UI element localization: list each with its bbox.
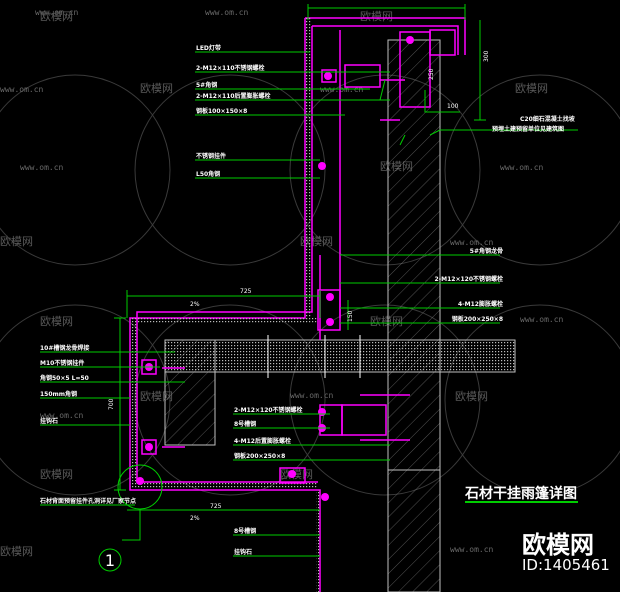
svg-text:欧模网: 欧模网	[40, 315, 73, 328]
watermark-texts: www.om.cn www.om.cn www.om.cn www.om.cn …	[0, 8, 564, 558]
svg-text:www.om.cn: www.om.cn	[205, 8, 249, 17]
svg-text:150: 150	[347, 310, 354, 322]
svg-text:钢板200×250×8: 钢板200×250×8	[234, 452, 285, 460]
svg-text:LED灯带: LED灯带	[196, 44, 221, 52]
svg-text:2%: 2%	[190, 515, 200, 522]
svg-text:石材背面预留挂件孔洞详见厂家节点: 石材背面预留挂件孔洞详见厂家节点	[39, 497, 136, 505]
svg-text:钢板100×150×8: 钢板100×150×8	[196, 107, 247, 115]
svg-text:钢板200×250×8: 钢板200×250×8	[452, 315, 503, 323]
svg-text:www.om.cn: www.om.cn	[450, 545, 494, 554]
svg-text:8号槽钢: 8号槽钢	[234, 527, 256, 535]
svg-text:www.om.cn: www.om.cn	[520, 315, 564, 324]
svg-text:www.om.cn: www.om.cn	[40, 411, 84, 420]
svg-text:8号槽钢: 8号槽钢	[234, 420, 256, 428]
labels-lower-left: 10#槽钢龙骨焊接 M10不锈钢挂件 角钢50×5 L=50 150mm角钢 挂…	[39, 344, 136, 505]
anchor-bolts	[136, 36, 414, 501]
svg-text:250: 250	[428, 68, 435, 80]
leader-lines	[40, 51, 578, 557]
svg-text:欧模网: 欧模网	[455, 390, 488, 403]
svg-text:挂钩石: 挂钩石	[40, 417, 58, 425]
svg-text:300: 300	[483, 50, 490, 62]
svg-text:2-M12×110不锈钢螺栓: 2-M12×110不锈钢螺栓	[196, 64, 265, 72]
svg-text:www.om.cn: www.om.cn	[35, 8, 79, 17]
svg-text:C20细石混凝土找坡: C20细石混凝土找坡	[520, 115, 575, 123]
watermark-id: ID:1405461	[522, 556, 610, 574]
svg-text:2-M12×110后置膨胀螺栓: 2-M12×110后置膨胀螺栓	[196, 92, 271, 100]
svg-text:欧模网: 欧模网	[280, 468, 313, 481]
dimension-lines	[98, 4, 486, 572]
svg-text:挂钩石: 挂钩石	[234, 548, 252, 556]
svg-text:www.om.cn: www.om.cn	[450, 238, 494, 247]
svg-text:700: 700	[108, 398, 115, 410]
svg-text:725: 725	[210, 503, 222, 510]
svg-text:www.om.cn: www.om.cn	[0, 85, 44, 94]
svg-text:www.om.cn: www.om.cn	[290, 391, 334, 400]
svg-text:欧模网: 欧模网	[515, 82, 548, 95]
svg-text:2%: 2%	[190, 301, 200, 308]
svg-text:www.om.cn: www.om.cn	[20, 163, 64, 172]
svg-text:4-M12后置膨胀螺栓: 4-M12后置膨胀螺栓	[234, 437, 291, 445]
labels-mid-right: 5#角钢龙骨 2-M12×120不锈钢螺栓 4-M12膨胀螺栓 钢板200×25…	[434, 247, 503, 323]
expansion-bolts	[267, 335, 361, 378]
svg-text:5#角钢龙骨: 5#角钢龙骨	[470, 247, 503, 255]
svg-text:欧模网: 欧模网	[40, 10, 73, 23]
svg-text:角钢50×5 L=50: 角钢50×5 L=50	[40, 374, 89, 382]
svg-text:欧模网: 欧模网	[140, 82, 173, 95]
labels-upper-right: C20细石混凝土找坡 预埋土建预留单位见建筑图	[492, 115, 575, 133]
svg-text:5#角钢: 5#角钢	[196, 81, 217, 89]
stone-cladding	[129, 17, 466, 592]
svg-text:725: 725	[240, 288, 252, 295]
detail-number: 1	[105, 551, 115, 570]
watermark-brand: 欧模网	[522, 531, 594, 559]
labels-lower-mid: 2-M12×120不锈钢螺栓 8号槽钢 4-M12后置膨胀螺栓 钢板200×25…	[234, 406, 303, 556]
svg-text:M10不锈钢挂件: M10不锈钢挂件	[40, 359, 84, 367]
labels-upper-left: LED灯带 2-M12×110不锈钢螺栓 5#角钢 2-M12×110后置膨胀螺…	[196, 44, 271, 178]
svg-text:150mm角钢: 150mm角钢	[40, 390, 77, 398]
concrete-column	[164, 39, 516, 592]
svg-text:www.om.cn: www.om.cn	[500, 163, 544, 172]
drawing-title: 石材干挂雨篷详图	[464, 485, 577, 502]
svg-text:4-M12膨胀螺栓: 4-M12膨胀螺栓	[458, 300, 503, 308]
svg-text:2-M12×120不锈钢螺栓: 2-M12×120不锈钢螺栓	[234, 406, 303, 414]
svg-text:2-M12×120不锈钢螺栓: 2-M12×120不锈钢螺栓	[434, 275, 503, 283]
svg-text:10#槽钢龙骨焊接: 10#槽钢龙骨焊接	[40, 344, 89, 352]
svg-text:欧模网: 欧模网	[0, 545, 33, 558]
svg-text:欧模网: 欧模网	[360, 10, 393, 23]
svg-text:欧模网: 欧模网	[40, 468, 73, 481]
svg-text:100: 100	[447, 103, 459, 110]
watermark-circles	[0, 74, 620, 496]
svg-text:L50角钢: L50角钢	[196, 170, 220, 178]
svg-text:预埋土建预留单位见建筑图: 预埋土建预留单位见建筑图	[492, 125, 564, 133]
svg-text:不锈钢挂件: 不锈钢挂件	[196, 152, 226, 160]
dimension-texts: 725 725 2% 2% 700 150 250 300 100	[108, 50, 490, 522]
svg-text:欧模网: 欧模网	[0, 235, 33, 248]
